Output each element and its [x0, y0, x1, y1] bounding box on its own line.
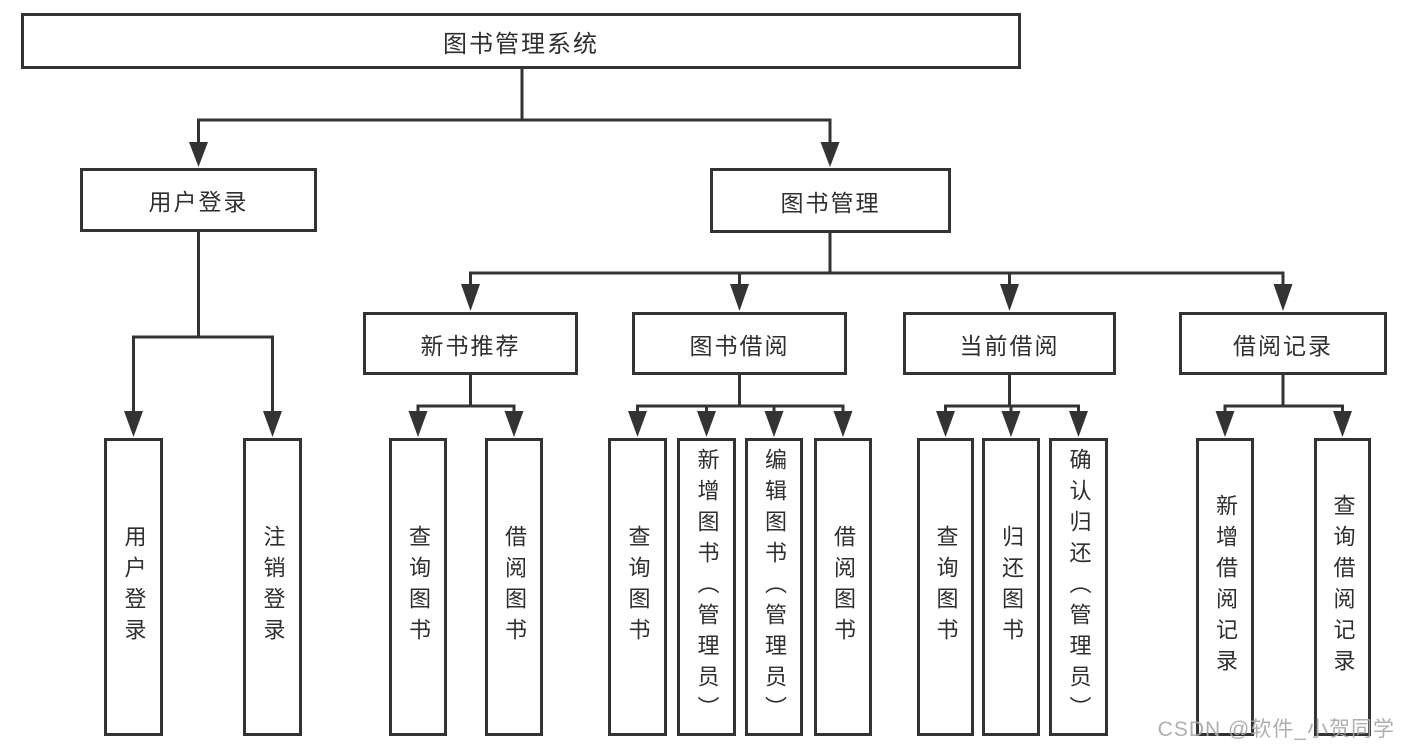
node-label: 新书推荐	[420, 332, 521, 359]
node-label: 查询图书	[933, 525, 959, 649]
leaf-current-return-books: 归还图书	[982, 438, 1040, 736]
leaf-borrow-add-books-admin: 新增图书（管理员）	[677, 438, 736, 736]
leaf-current-query-books: 查询图书	[917, 438, 974, 736]
node-label: 图书管理系统	[443, 30, 599, 58]
node-label: 新增借阅记录	[1213, 494, 1238, 680]
node-label: 图书管理	[780, 189, 881, 216]
node-label: 借阅记录	[1233, 332, 1333, 359]
node-new-book-recommend: 新书推荐	[363, 312, 578, 375]
node-user-login: 用户登录	[80, 168, 317, 232]
node-label: 图书借阅	[689, 332, 790, 359]
leaf-recommend-borrow-books: 借阅图书	[485, 438, 543, 736]
leaf-borrow-borrow-books: 借阅图书	[814, 438, 872, 736]
node-label: 注销登录	[260, 525, 286, 649]
node-label: 归还图书	[999, 525, 1024, 649]
leaf-borrow-query-books: 查询图书	[608, 438, 667, 736]
node-label: 当前借阅	[959, 332, 1060, 359]
node-label: 查询图书	[406, 525, 431, 649]
node-label: 编辑图书（管理员）	[762, 447, 787, 727]
node-current-borrow: 当前借阅	[903, 312, 1116, 375]
csdn-watermark: CSDN @软件_小贺同学	[1157, 718, 1395, 741]
node-label: 借阅图书	[502, 525, 527, 649]
leaf-user-login: 用户登录	[104, 438, 163, 736]
node-label: 查询图书	[625, 525, 651, 649]
leaf-recommend-query-books: 查询图书	[389, 438, 447, 736]
leaf-records-query-record: 查询借阅记录	[1314, 438, 1371, 736]
node-label: 借阅图书	[831, 525, 856, 649]
leaf-borrow-edit-books-admin: 编辑图书（管理员）	[745, 438, 803, 736]
node-library-management-system: 图书管理系统	[21, 13, 1021, 69]
connector-paths	[132, 67, 1344, 413]
node-book-management: 图书管理	[710, 168, 951, 233]
node-label: 新增图书（管理员）	[694, 447, 720, 727]
node-book-borrow: 图书借阅	[632, 312, 847, 375]
leaf-records-add-record: 新增借阅记录	[1196, 438, 1254, 736]
node-label: 用户登录	[121, 525, 147, 649]
leaf-current-confirm-return-admin: 确认归还（管理员）	[1049, 438, 1108, 736]
node-borrow-records: 借阅记录	[1179, 312, 1387, 375]
arrowheads	[124, 142, 1352, 437]
node-label: 用户登录	[148, 189, 249, 215]
node-label: 查询借阅记录	[1330, 494, 1356, 680]
node-label: 确认归还（管理员）	[1066, 447, 1092, 727]
leaf-logout: 注销登录	[243, 438, 302, 736]
